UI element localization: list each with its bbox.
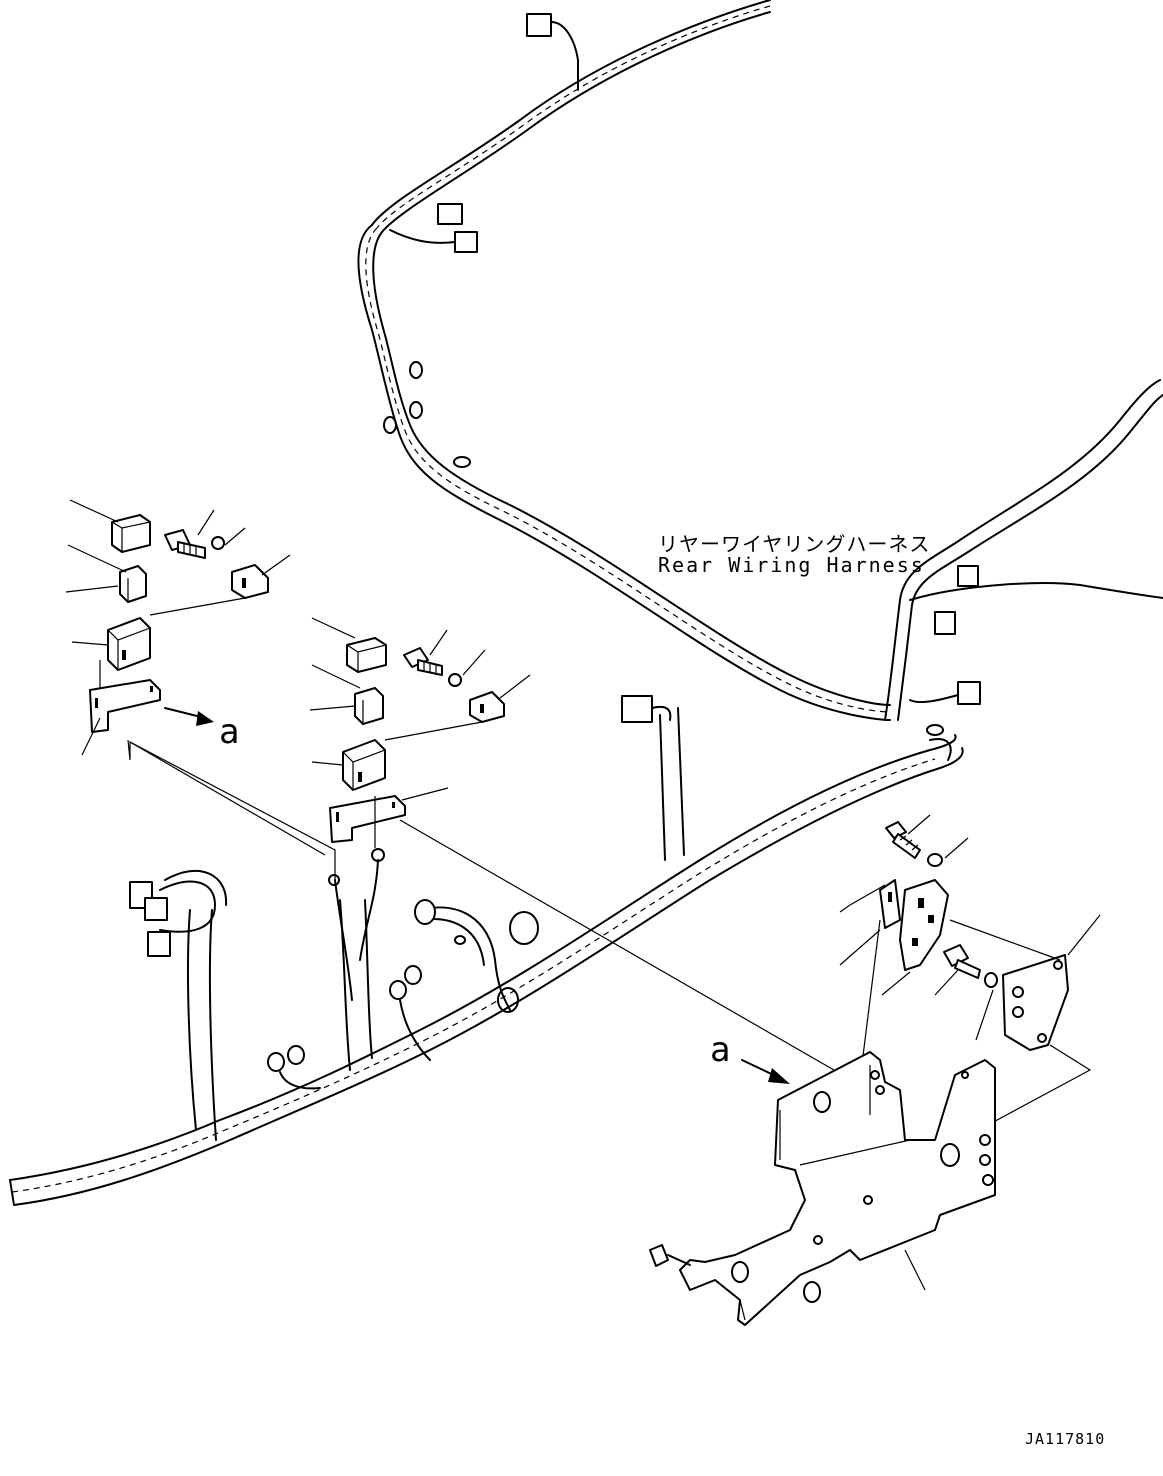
- harness-label-japanese: リヤーワイヤリングハーネス: [658, 532, 931, 556]
- main-harness: [9, 695, 964, 1206]
- relay-group-left: [65, 499, 336, 880]
- view-arrow-label-right: a: [710, 1030, 731, 1070]
- harness-label-english: Rear Wiring Harness: [658, 553, 925, 577]
- drawing-number: JA117810: [1025, 1430, 1106, 1448]
- relay-group-middle: [309, 617, 861, 1086]
- rear-wiring-harness: [357, 0, 1163, 761]
- view-arrow-label-left: a: [219, 712, 240, 752]
- bracket-assembly: [649, 814, 1101, 1326]
